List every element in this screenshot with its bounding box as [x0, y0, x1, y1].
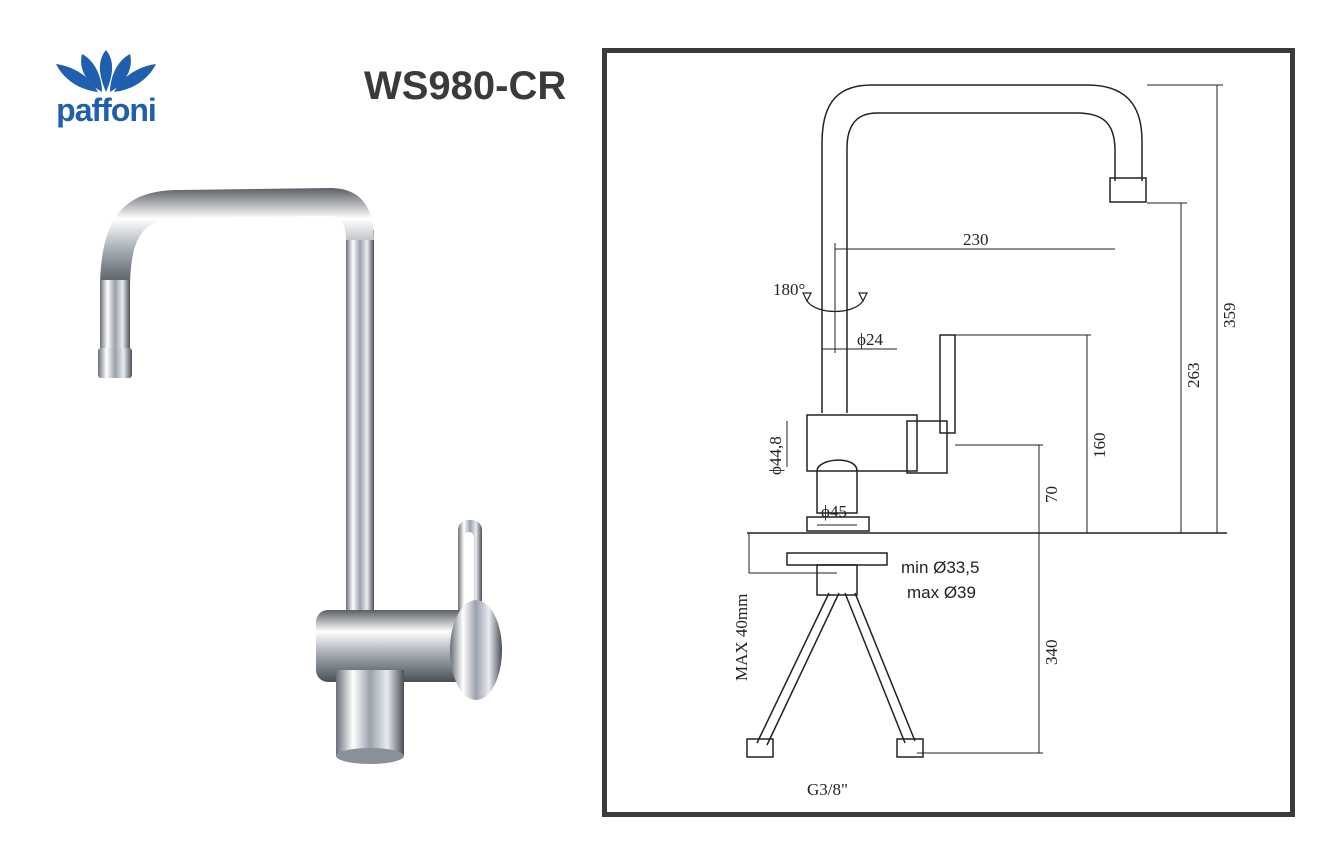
- logo-wordmark: paffoni: [56, 92, 157, 128]
- model-code-title: WS980-CR: [364, 64, 567, 108]
- dim-body-diameter: ϕ44,8: [766, 436, 785, 475]
- dim-spout-diameter: ϕ24: [857, 330, 883, 349]
- faucet-photo: [98, 188, 502, 764]
- dim-max-deck: MAX 40mm: [732, 594, 751, 681]
- dim-spout-height: 263: [1184, 363, 1203, 389]
- dim-body-height: 70: [1042, 486, 1061, 503]
- dim-rotation: 180°: [773, 280, 805, 299]
- dim-hole-max: max Ø39: [907, 583, 976, 602]
- logo-fan-icon: [56, 50, 156, 92]
- paffoni-logo: paffoni: [44, 48, 168, 128]
- dim-below-deck: 340: [1042, 640, 1061, 666]
- technical-drawing: 230 359 263 160 70 340 180° ϕ24 ϕ44,8 ϕ4…: [732, 84, 1239, 799]
- technical-drawing-frame: 230 359 263 160 70 340 180° ϕ24 ϕ44,8 ϕ4…: [602, 48, 1295, 817]
- dim-total-height: 359: [1220, 303, 1239, 329]
- dim-reach: 230: [963, 230, 989, 249]
- dim-base-diameter: ϕ45: [821, 502, 847, 521]
- rotation-arrow-icon: [802, 292, 868, 312]
- dim-lever-height: 160: [1090, 433, 1109, 459]
- dim-connection: G3/8": [807, 780, 848, 799]
- dim-hole-min: min Ø33,5: [901, 558, 979, 577]
